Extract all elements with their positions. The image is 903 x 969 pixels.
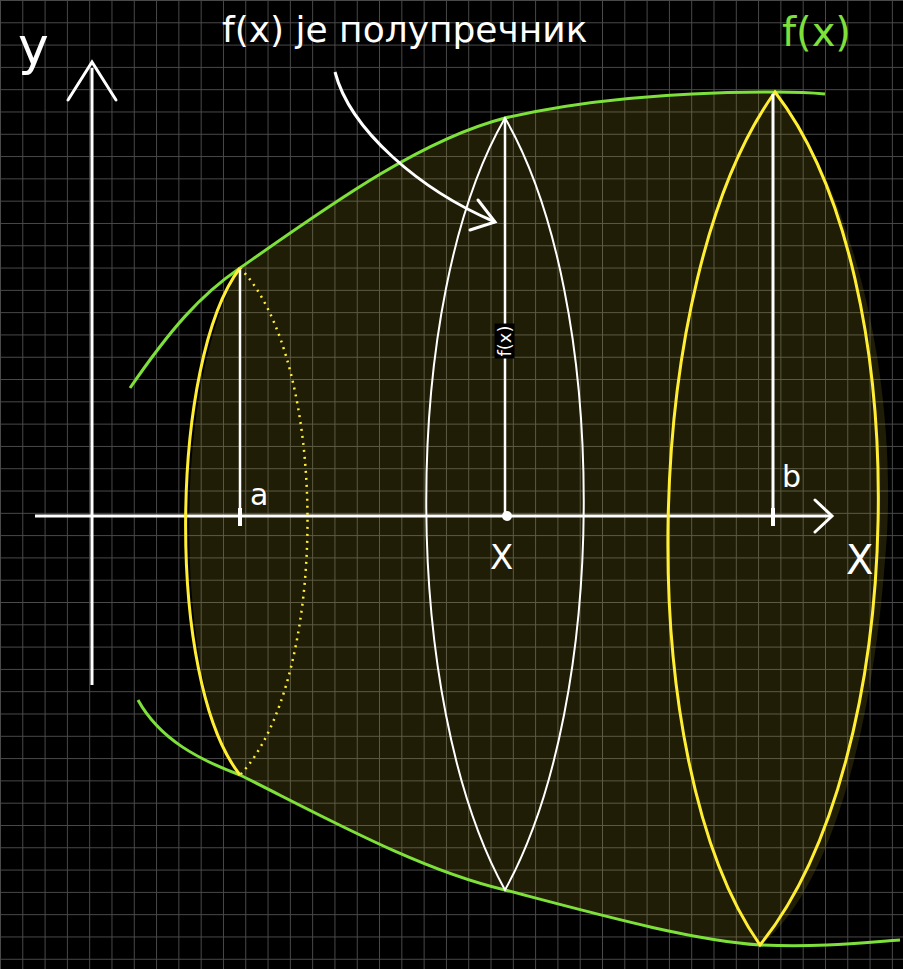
section-x xyxy=(426,118,584,890)
radius-a xyxy=(239,270,242,516)
tick-b xyxy=(771,508,775,526)
x-axis-arrow xyxy=(815,500,832,532)
bound-label: b xyxy=(782,462,801,492)
axis-label: y xyxy=(18,20,49,72)
tick-a xyxy=(238,508,242,526)
axis-label: X xyxy=(846,540,873,580)
x-axis xyxy=(35,515,832,518)
section-a-back xyxy=(240,268,308,775)
radius-x xyxy=(504,120,507,516)
radius-label: f(x) xyxy=(495,323,515,358)
section-a-front xyxy=(186,268,240,775)
curve-label: f(x) xyxy=(782,12,851,52)
radius-b xyxy=(772,94,775,516)
bound-label: a xyxy=(250,480,268,510)
point-label: X xyxy=(490,540,513,574)
section-b xyxy=(668,92,878,945)
callout-text: f(x) je полупречник xyxy=(222,12,587,48)
y-axis xyxy=(91,68,94,685)
callout-arrowhead xyxy=(470,200,495,230)
callout-arrow xyxy=(335,72,495,222)
point-x xyxy=(502,511,512,521)
y-axis-arrow xyxy=(68,62,116,100)
upper-curve xyxy=(130,92,825,388)
solid-shading xyxy=(189,92,888,945)
